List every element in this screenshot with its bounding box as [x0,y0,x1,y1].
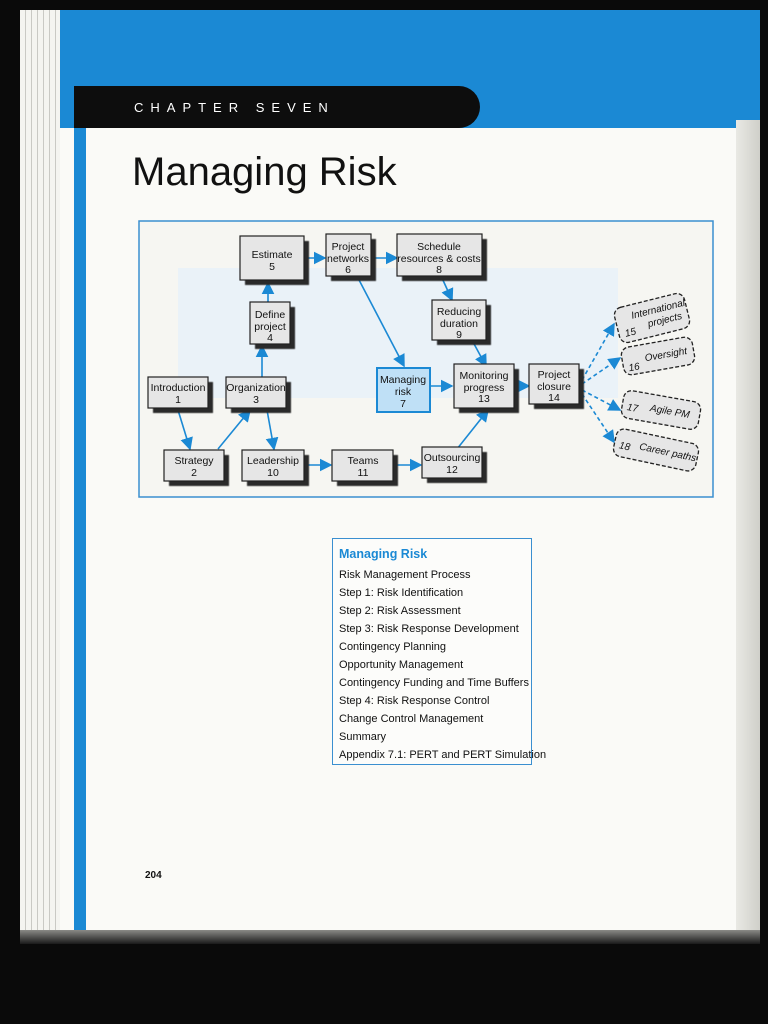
book-bottom-edge [20,930,760,944]
define-project-label-line2: project [254,321,286,333]
node-career-paths [612,428,700,472]
chapter-bar [74,86,480,128]
outline-item: Step 1: Risk Identification [339,587,464,599]
outline-item: Summary [339,731,387,743]
chapter-flow-diagram: Introduction 1 Organization 3 Estimate 5… [138,220,714,498]
arrow-strategy-organization [217,408,252,450]
define-project-number: 4 [267,332,273,344]
arrow-reducing-monitoring [472,341,487,368]
node-monitoring-progress [453,363,515,409]
arrow-organization-leadership [265,409,279,451]
node-schedule [396,233,483,277]
reducing-duration-label-line2: duration [440,318,478,330]
arrow-schedule-reducing [441,277,454,302]
arrow-outsourcing-monitoring [456,408,489,450]
node-project-networks [325,233,372,277]
introduction-label: Introduction [151,382,206,394]
managing-risk-number: 7 [400,398,406,410]
node-strategy [163,449,225,482]
project-networks-label-line2: networks [327,253,369,265]
strategy-label: Strategy [174,455,214,467]
node-international-projects [613,292,691,344]
organization-number: 3 [253,394,259,406]
node-leadership [241,449,305,482]
monitoring-label-line2: progress [464,382,505,394]
node-agile-pm [620,390,702,430]
international-number: 15 [624,326,638,339]
monitoring-number: 13 [478,393,490,405]
arrow-closure-international [581,322,615,381]
estimate-number: 5 [269,261,275,273]
project-networks-label-line1: Project [332,241,365,253]
oversight-number: 16 [628,361,641,374]
define-project-label-line1: Define [255,309,286,321]
career-paths-number: 18 [618,440,632,453]
outline-item: Step 2: Risk Assessment [339,605,461,617]
chapter-label: CHAPTER SEVEN [134,100,335,115]
managing-risk-label-line1: Managing [380,374,426,386]
project-closure-number: 14 [548,392,560,404]
diagram-dashed-connectors [581,322,622,444]
outline-item: Contingency Planning [339,641,447,653]
organization-label: Organization [226,382,286,394]
node-oversight [620,336,696,376]
leadership-label: Leadership [247,455,299,467]
outline-heading: Managing Risk [339,547,428,561]
page-number: 204 [145,870,162,881]
node-define-project [249,301,291,345]
agile-pm-number: 17 [626,402,639,415]
arrow-closure-agile [581,389,622,411]
outline-item: Change Control Management [339,713,484,725]
project-closure-label-line2: closure [537,381,571,393]
node-estimate [239,235,305,281]
node-teams [331,449,394,482]
page-right-edge [736,120,760,942]
outline-item: Step 4: Risk Response Control [339,695,490,707]
chapter-title: Managing Risk [132,150,397,194]
monitoring-label-line1: Monitoring [459,370,508,382]
outline-list: Risk Management Process Step 1: Risk Ide… [339,566,546,764]
arrow-networks-risk [357,277,405,368]
reducing-duration-label-line1: Reducing [437,306,482,318]
outline-item: Contingency Funding and Time Buffers [339,677,529,689]
schedule-number: 8 [436,264,442,276]
outsourcing-label: Outsourcing [424,452,481,464]
node-outsourcing [421,446,483,479]
schedule-label-line2: resources & costs [397,253,480,265]
teams-number: 11 [358,467,369,479]
estimate-label: Estimate [252,249,293,261]
spine-stripe [74,120,86,940]
outline-item: Appendix 7.1: PERT and PERT Simulation [339,749,547,761]
outline-item: Step 3: Risk Response Development [339,623,519,635]
node-introduction [147,376,209,409]
arrow-closure-oversight [581,357,622,385]
outline-item: Opportunity Management [339,659,464,671]
node-managing-risk [376,367,431,413]
arrow-closure-career [581,393,615,444]
leadership-number: 10 [267,467,279,479]
project-closure-label-line1: Project [538,369,571,381]
outline-item: Risk Management Process [339,569,471,581]
teams-label: Teams [348,455,379,467]
node-organization [225,376,287,409]
project-networks-number: 6 [345,264,351,276]
arrow-intro-strategy [177,409,193,451]
page-edges [20,10,66,942]
strategy-number: 2 [191,467,197,479]
introduction-number: 1 [175,394,181,406]
chapter-outline-box: Managing Risk Risk Management Process St… [332,538,546,765]
managing-risk-label-line2: risk [395,386,412,398]
node-project-closure [528,363,580,405]
diagram-connectors [177,251,531,472]
outsourcing-number: 12 [446,464,458,476]
node-reducing-duration [431,299,487,341]
reducing-duration-number: 9 [456,329,462,341]
schedule-label-line1: Schedule [417,241,461,253]
